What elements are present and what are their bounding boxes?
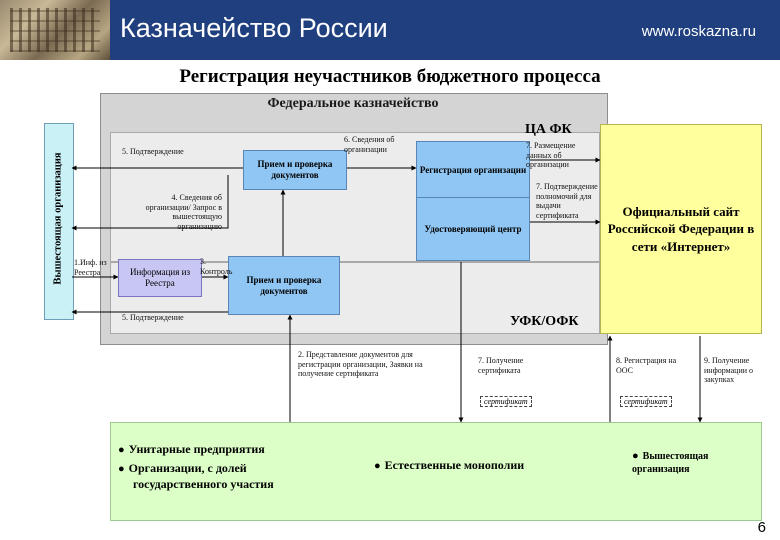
- bullet-state-share: ●Организации, с долей: [118, 461, 247, 477]
- header-building-photo: [0, 0, 110, 60]
- page-number: 6: [757, 519, 766, 536]
- bullet-unitary: ●Унитарные предприятия: [118, 442, 265, 458]
- header-title: Казначейство России: [120, 13, 388, 43]
- page-title: Регистрация неучастников бюджетного проц…: [179, 66, 601, 87]
- header-bar: Казначейство России www.roskazna.ru: [0, 0, 780, 60]
- step-7-post-label: 7. Размещение данных об организации: [526, 141, 576, 170]
- federal-treasury-label: Федеральное казначейство: [267, 96, 439, 111]
- certifying-center-box: Удостоверяющий центр: [416, 197, 530, 261]
- step-7-cert-label: 7. Получение сертификата: [478, 356, 524, 375]
- bullet-dot-icon: ●: [118, 463, 125, 475]
- official-site-box: Официальный сайт Российской Федерации в …: [600, 124, 762, 334]
- intake-box-central: Прием и проверка документов: [243, 150, 347, 190]
- step-6-label: 6. Сведения об организации: [344, 135, 395, 154]
- step-9-label: 9. Получение информации о закупках: [704, 356, 754, 385]
- registration-box: Регистрация организации: [416, 141, 530, 199]
- organizations-area: [110, 422, 762, 521]
- step-5-bottom-label: 5. Подтверждение: [122, 313, 184, 322]
- registry-info-box: Информация из Реестра: [118, 259, 202, 297]
- bullet-dot-icon: ●: [118, 444, 125, 456]
- bullet-monopolies: ●Естественные монополии: [374, 458, 524, 474]
- bullet-parent-org-text: Вышестоящая организация: [632, 451, 709, 475]
- step-5-top-label: 5. Подтверждение: [122, 147, 184, 156]
- arrow-request-to-parent: [71, 175, 229, 231]
- step-7-powers-label: 7. Подтверждение полномочий для выдачи с…: [536, 182, 598, 220]
- step-1-label: 1.Инф. из Реестра: [74, 258, 107, 277]
- step-8-label: 8. Регистрация на ООС: [616, 356, 677, 375]
- bullet-state-share-line2: государственного участия: [133, 477, 274, 491]
- bullet-dot-icon: ●: [632, 450, 639, 462]
- step-4-label: 4. Сведения об организации/ Запрос в выш…: [145, 193, 222, 231]
- certificate-tag-2: сертификат: [620, 396, 672, 407]
- parent-org-sidebar: [44, 123, 74, 320]
- central-office-label: ЦА ФК: [525, 122, 572, 137]
- step-2-label: 2. Представление документов для регистра…: [298, 350, 423, 379]
- bullet-monopolies-text: Естественные монополии: [384, 458, 525, 472]
- intake-box-regional: Прием и проверка документов: [228, 256, 340, 315]
- bullet-dot-icon: ●: [374, 460, 381, 472]
- bullet-parent-org: ●Вышестоящая организация: [632, 450, 752, 476]
- bullet-state-share-text: Организации, с долей: [128, 461, 247, 475]
- step-3-label: 3. Контроль: [200, 257, 233, 276]
- bullet-unitary-text: Унитарные предприятия: [128, 442, 265, 456]
- regional-office-label: УФК/ОФК: [510, 314, 579, 329]
- header-url[interactable]: www.roskazna.ru: [641, 23, 756, 40]
- certificate-tag-1: сертификат: [480, 396, 532, 407]
